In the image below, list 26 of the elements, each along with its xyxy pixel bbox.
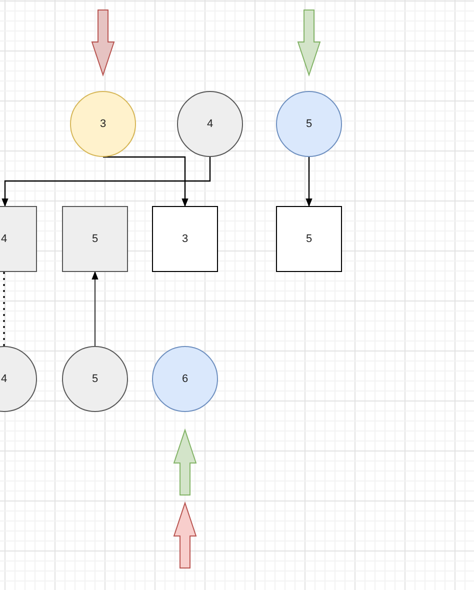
arrow	[306, 157, 312, 207]
node-label: 4	[0, 234, 8, 244]
block-arrow	[91, 10, 115, 77]
block-arrow	[173, 428, 197, 496]
node-label: 5	[92, 234, 98, 244]
circle-node	[177, 91, 243, 157]
node-label: 5	[306, 234, 312, 244]
circle-node	[62, 346, 128, 412]
node-label: 4	[0, 374, 8, 384]
square-node	[276, 206, 342, 272]
block-arrow	[297, 10, 321, 77]
node-label: 6	[182, 374, 188, 384]
square-node	[152, 206, 218, 272]
circle-node	[152, 346, 218, 412]
arrow	[103, 156, 188, 207]
node-label: 5	[92, 374, 98, 384]
square-node	[62, 206, 128, 272]
node-label: 3	[100, 118, 106, 130]
circle-node	[276, 91, 342, 157]
node-label: 3	[182, 234, 188, 244]
arrow	[92, 271, 98, 346]
node-label: 4	[206, 118, 214, 130]
node-label: 5	[306, 118, 312, 130]
dotted-line	[3, 272, 5, 346]
circle-node	[70, 91, 136, 157]
arrow	[2, 157, 211, 207]
